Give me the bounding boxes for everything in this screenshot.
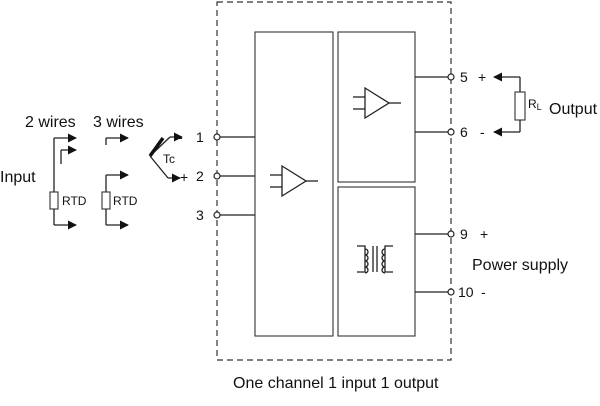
rl-label: RL xyxy=(528,97,542,112)
terminal-5-number: 5 xyxy=(460,69,468,85)
three-wire-rtd xyxy=(101,133,129,230)
terminal-9-sign: + xyxy=(480,226,488,242)
terminal-3-number: 3 xyxy=(196,207,204,223)
terminal-9 xyxy=(447,230,455,238)
terminal-2 xyxy=(213,172,221,180)
thermocouple-symbol xyxy=(148,132,183,183)
power-supply-label: Power supply xyxy=(472,257,568,274)
terminal-9-number: 9 xyxy=(460,226,468,242)
input-amplifier-block xyxy=(254,31,334,337)
rtd-2wire-label: RTD xyxy=(62,194,87,208)
terminal-1-number: 1 xyxy=(196,129,204,145)
transformer-icon xyxy=(357,245,393,274)
terminal-2-sign: + xyxy=(180,169,188,185)
output-amplifier-icon xyxy=(353,86,401,120)
terminal-5 xyxy=(447,73,455,81)
output-label: Output xyxy=(549,101,598,118)
rtd-3wire-label: RTD xyxy=(113,194,138,208)
output-amplifier-block xyxy=(337,31,416,183)
module-enclosure xyxy=(216,1,452,361)
input-amplifier-icon xyxy=(270,164,318,198)
terminal-10-sign: - xyxy=(481,284,486,300)
terminal-10-number: 10 xyxy=(458,284,474,300)
three-wires-label: 3 wires xyxy=(93,114,144,131)
terminal-6 xyxy=(447,128,455,136)
terminal-5-sign: + xyxy=(478,69,486,85)
terminal-1 xyxy=(213,133,221,141)
terminal-10 xyxy=(447,288,455,296)
diagram-caption: One channel 1 input 1 output xyxy=(233,375,439,392)
input-label: Input xyxy=(0,169,36,186)
terminal-2-number: 2 xyxy=(196,168,204,184)
terminal-3 xyxy=(213,211,221,219)
load-resistor xyxy=(514,91,526,121)
two-wires-label: 2 wires xyxy=(25,114,76,131)
two-wire-rtd xyxy=(49,133,77,230)
terminal-6-sign: - xyxy=(480,124,485,140)
terminal-6-number: 6 xyxy=(460,124,468,140)
tc-label: Tc xyxy=(163,152,175,166)
